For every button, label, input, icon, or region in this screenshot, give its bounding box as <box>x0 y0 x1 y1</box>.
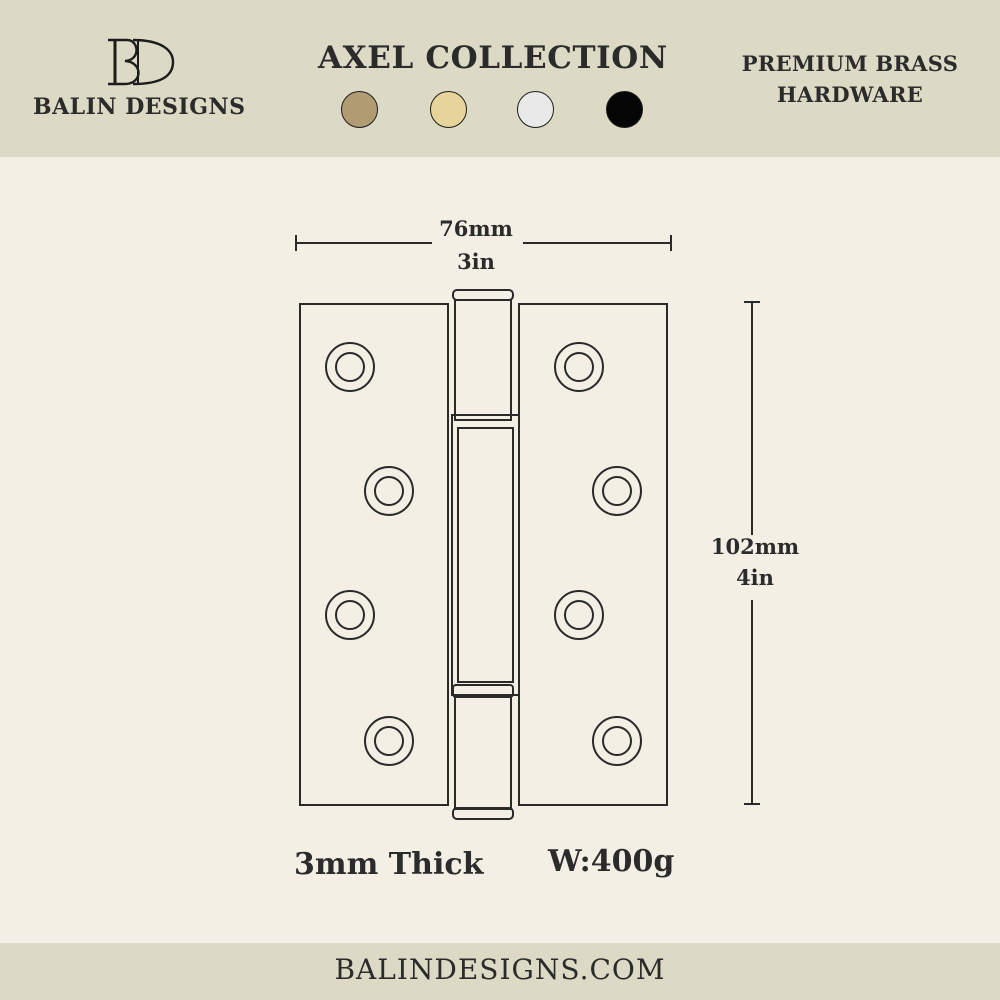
height-in-label: 4in <box>736 565 774 590</box>
screw-hole <box>592 716 642 766</box>
footer-band: BALINDESIGNS.COM <box>0 943 1000 1000</box>
hinge-knuckle <box>451 289 520 820</box>
tagline: PREMIUM BRASS HARDWARE <box>730 48 970 110</box>
tagline-line-2: HARDWARE <box>776 82 924 107</box>
website-link[interactable]: BALINDESIGNS.COM <box>334 953 666 986</box>
collection-title: AXEL COLLECTION <box>318 40 668 76</box>
finish-swatch-black[interactable] <box>606 91 643 128</box>
screw-hole <box>592 466 642 516</box>
header-band: BALIN DESIGNS AXEL COLLECTION PREMIUM BR… <box>0 0 1000 157</box>
screw-hole <box>325 342 375 392</box>
screw-hole <box>554 342 604 392</box>
hinge-left-leaf <box>299 303 449 806</box>
height-mm-label: 102mm <box>710 534 800 559</box>
tagline-line-1: PREMIUM BRASS <box>741 51 959 76</box>
finish-swatch-satin-brass[interactable] <box>430 91 467 128</box>
width-in-label: 3in <box>457 249 495 274</box>
width-dimension-line <box>295 235 672 251</box>
brand-monogram-logo <box>108 38 175 86</box>
screw-hole <box>325 590 375 640</box>
width-mm-label: 76mm <box>439 216 513 241</box>
finish-swatch-chrome[interactable] <box>517 91 554 128</box>
thickness-spec: 3mm Thick <box>294 847 484 882</box>
screw-holes <box>325 342 642 766</box>
weight-spec: W:400g <box>548 844 675 879</box>
screw-hole <box>364 716 414 766</box>
finish-swatch-antique-brass[interactable] <box>341 91 378 128</box>
brand-name: BALIN DESIGNS <box>33 94 246 120</box>
height-dimension-line <box>744 301 760 805</box>
hinge-right-leaf <box>518 303 668 806</box>
screw-hole <box>554 590 604 640</box>
screw-hole <box>364 466 414 516</box>
